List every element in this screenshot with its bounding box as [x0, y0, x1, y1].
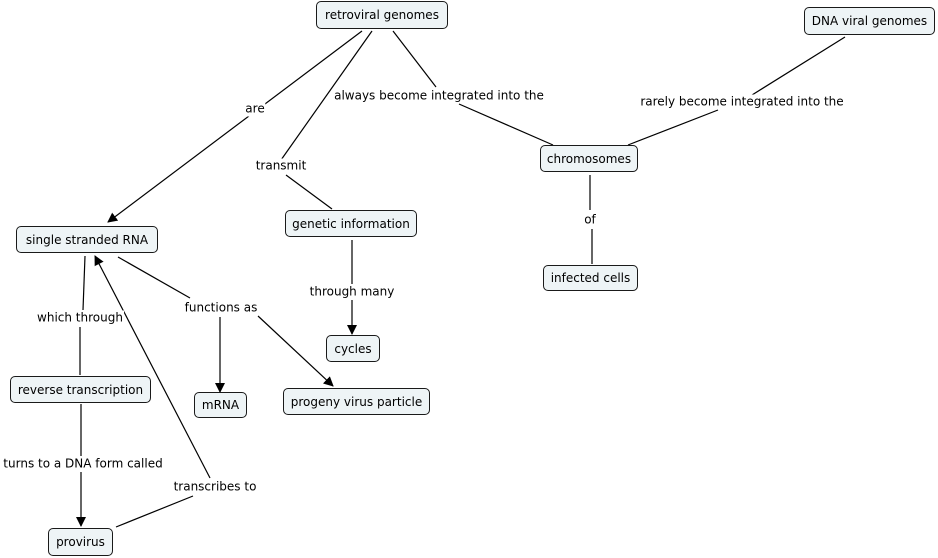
edge-retroviral-are: [107, 30, 363, 223]
edge-retroviral-transmit: [280, 30, 373, 161]
node-single-stranded-rna[interactable]: single stranded RNA: [16, 226, 158, 253]
link-label-transmit: transmit: [254, 158, 308, 174]
node-retroviral-genomes[interactable]: retroviral genomes: [316, 1, 448, 29]
node-chromosomes[interactable]: chromosomes: [540, 145, 638, 172]
link-label-through-many: through many: [308, 284, 396, 300]
edge-always-chromosomes: [458, 103, 554, 146]
edge-ssrna-functions: [117, 256, 191, 299]
edge-ssrna-which: [82, 255, 86, 311]
link-label-functions-as: functions as: [183, 300, 259, 316]
node-cycles[interactable]: cycles: [326, 335, 380, 362]
link-label-transcribes-to: transcribes to: [172, 479, 258, 495]
node-infected-cells[interactable]: infected cells: [543, 265, 638, 291]
edge-rarely-chromosomes: [627, 109, 719, 146]
link-label-rarely-integrated: rarely become integrated into the: [639, 94, 845, 110]
link-label-turns-to-dna: turns to a DNA form called: [2, 456, 164, 472]
node-reverse-transcription[interactable]: reverse transcription: [10, 376, 151, 403]
edge-retroviral-always: [392, 30, 437, 88]
link-label-which-through: which through: [36, 310, 124, 326]
edge-dna-rarely: [751, 36, 846, 96]
node-progeny-virus-particle[interactable]: progeny virus particle: [283, 388, 430, 415]
node-provirus[interactable]: provirus: [48, 528, 113, 556]
edge-transmit-genetic: [285, 174, 333, 210]
edge-provirus-transcribes: [115, 495, 194, 528]
node-dna-viral-genomes[interactable]: DNA viral genomes: [804, 7, 935, 35]
edge-functions-progeny: [257, 315, 334, 387]
edge-transcribes-ssrna: [94, 255, 211, 479]
link-label-of: of: [583, 212, 597, 228]
link-label-always-integrated: always become integrated into the: [333, 88, 545, 104]
link-label-are: are: [244, 101, 266, 117]
node-genetic-information[interactable]: genetic information: [285, 210, 417, 237]
node-mrna[interactable]: mRNA: [194, 392, 247, 418]
